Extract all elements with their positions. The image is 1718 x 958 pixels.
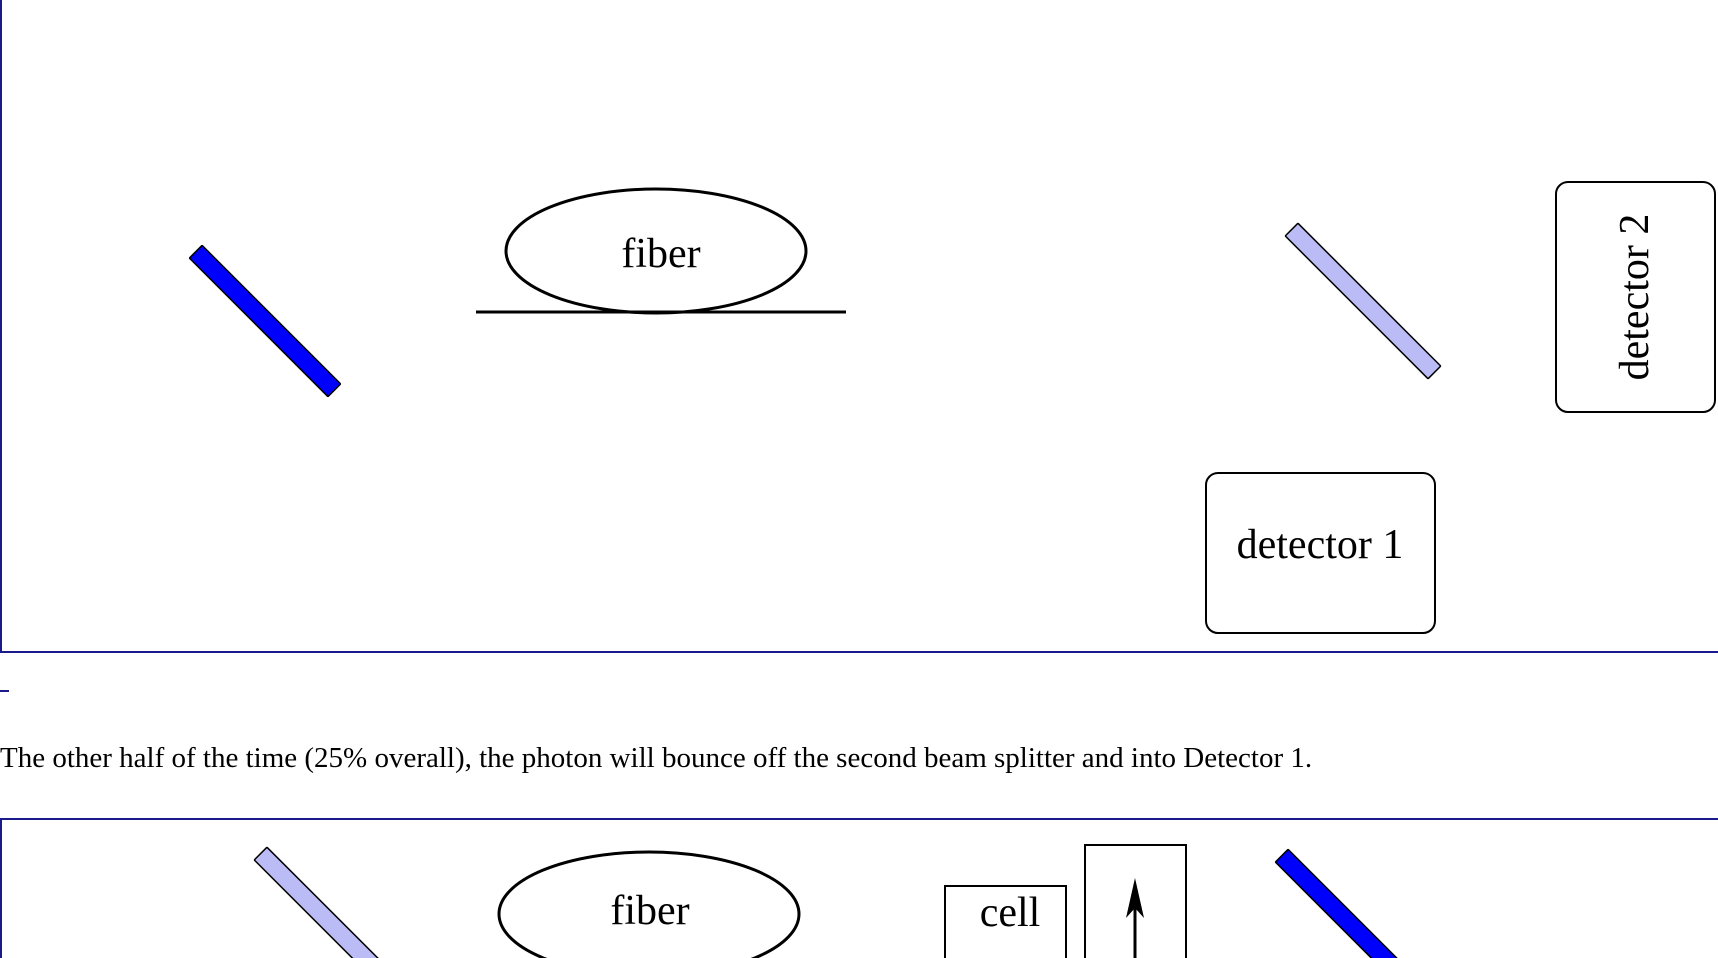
cell: cell — [944, 885, 1067, 958]
bottom-diagram-svg: fiber cell — [253, 844, 1427, 958]
fiber-ellipse-bottom — [497, 850, 801, 958]
fiber-label-bottom: fiber — [610, 888, 689, 934]
fiber-loop: fiber — [476, 187, 846, 315]
explanation-caption: The other half of the time (25% overall)… — [0, 742, 1313, 774]
detector-1-label: detector 1 — [1237, 522, 1404, 568]
fiber-label: fiber — [621, 231, 700, 277]
polarizer — [1084, 844, 1187, 958]
top-diagram-panel: fiber detector 2 detector 1 — [0, 0, 1718, 653]
mirror-top-left — [189, 245, 341, 397]
link-anchor[interactable] — [0, 690, 9, 692]
detector-1-box — [1205, 472, 1436, 634]
beam-splitter-bottom-left — [253, 846, 411, 958]
bottom-diagram-panel: fiber cell — [0, 818, 1718, 958]
fiber-loop-bottom: fiber — [497, 850, 801, 958]
detector-2-label: detector 2 — [1612, 214, 1658, 381]
detector-1: detector 1 — [1205, 472, 1436, 634]
polarizer-arrow-head-icon — [1126, 878, 1144, 918]
cell-label: cell — [980, 890, 1041, 936]
mirror-bottom-right — [1275, 849, 1427, 958]
detector-2-box — [1555, 181, 1716, 413]
top-diagram-svg: fiber detector 2 detector 1 — [189, 181, 1716, 634]
beam-splitter-top-right — [1284, 222, 1442, 380]
detector-2: detector 2 — [1555, 181, 1716, 413]
